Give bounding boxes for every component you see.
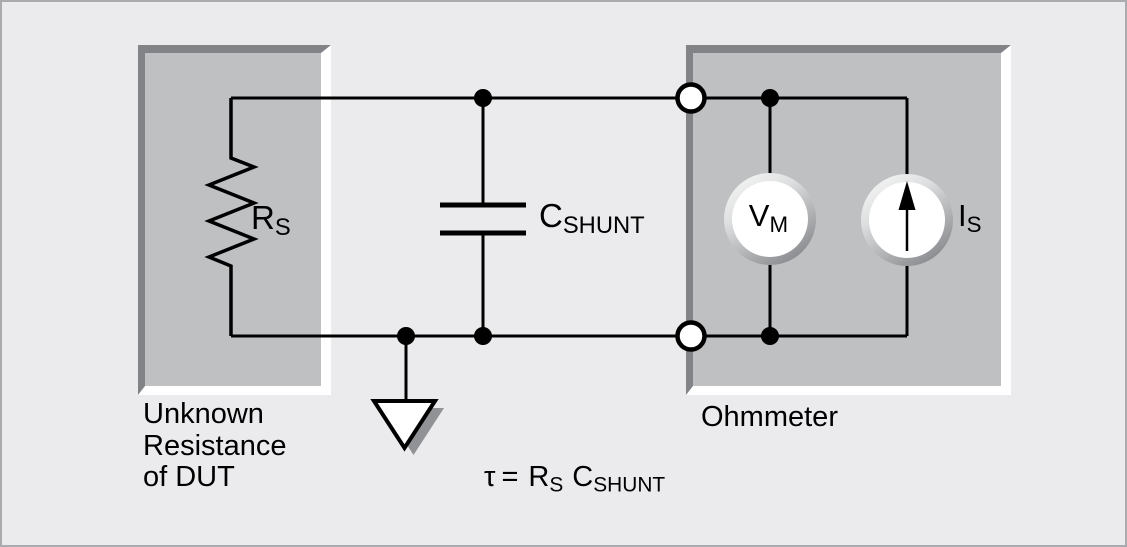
current-source-symbol [861,98,953,336]
terminal-circles [675,82,707,352]
resistor-symbol [204,98,259,336]
terminal-top [675,82,707,114]
ground-symbol [370,336,444,455]
capacitor-symbol [440,98,526,336]
resistor-label: RS [251,199,291,242]
voltmeter-symbol [724,98,816,336]
arrow-up-icon [898,181,916,251]
junction-dots [397,89,779,345]
ohmmeter-caption: Ohmmeter [701,401,838,433]
terminal-bottom [675,320,707,352]
tau-symbol: τ [484,461,496,493]
current-source-label: IS [958,198,982,237]
voltmeter-label: VM [748,198,789,237]
capacitor-label: CSHUNT [539,197,645,240]
